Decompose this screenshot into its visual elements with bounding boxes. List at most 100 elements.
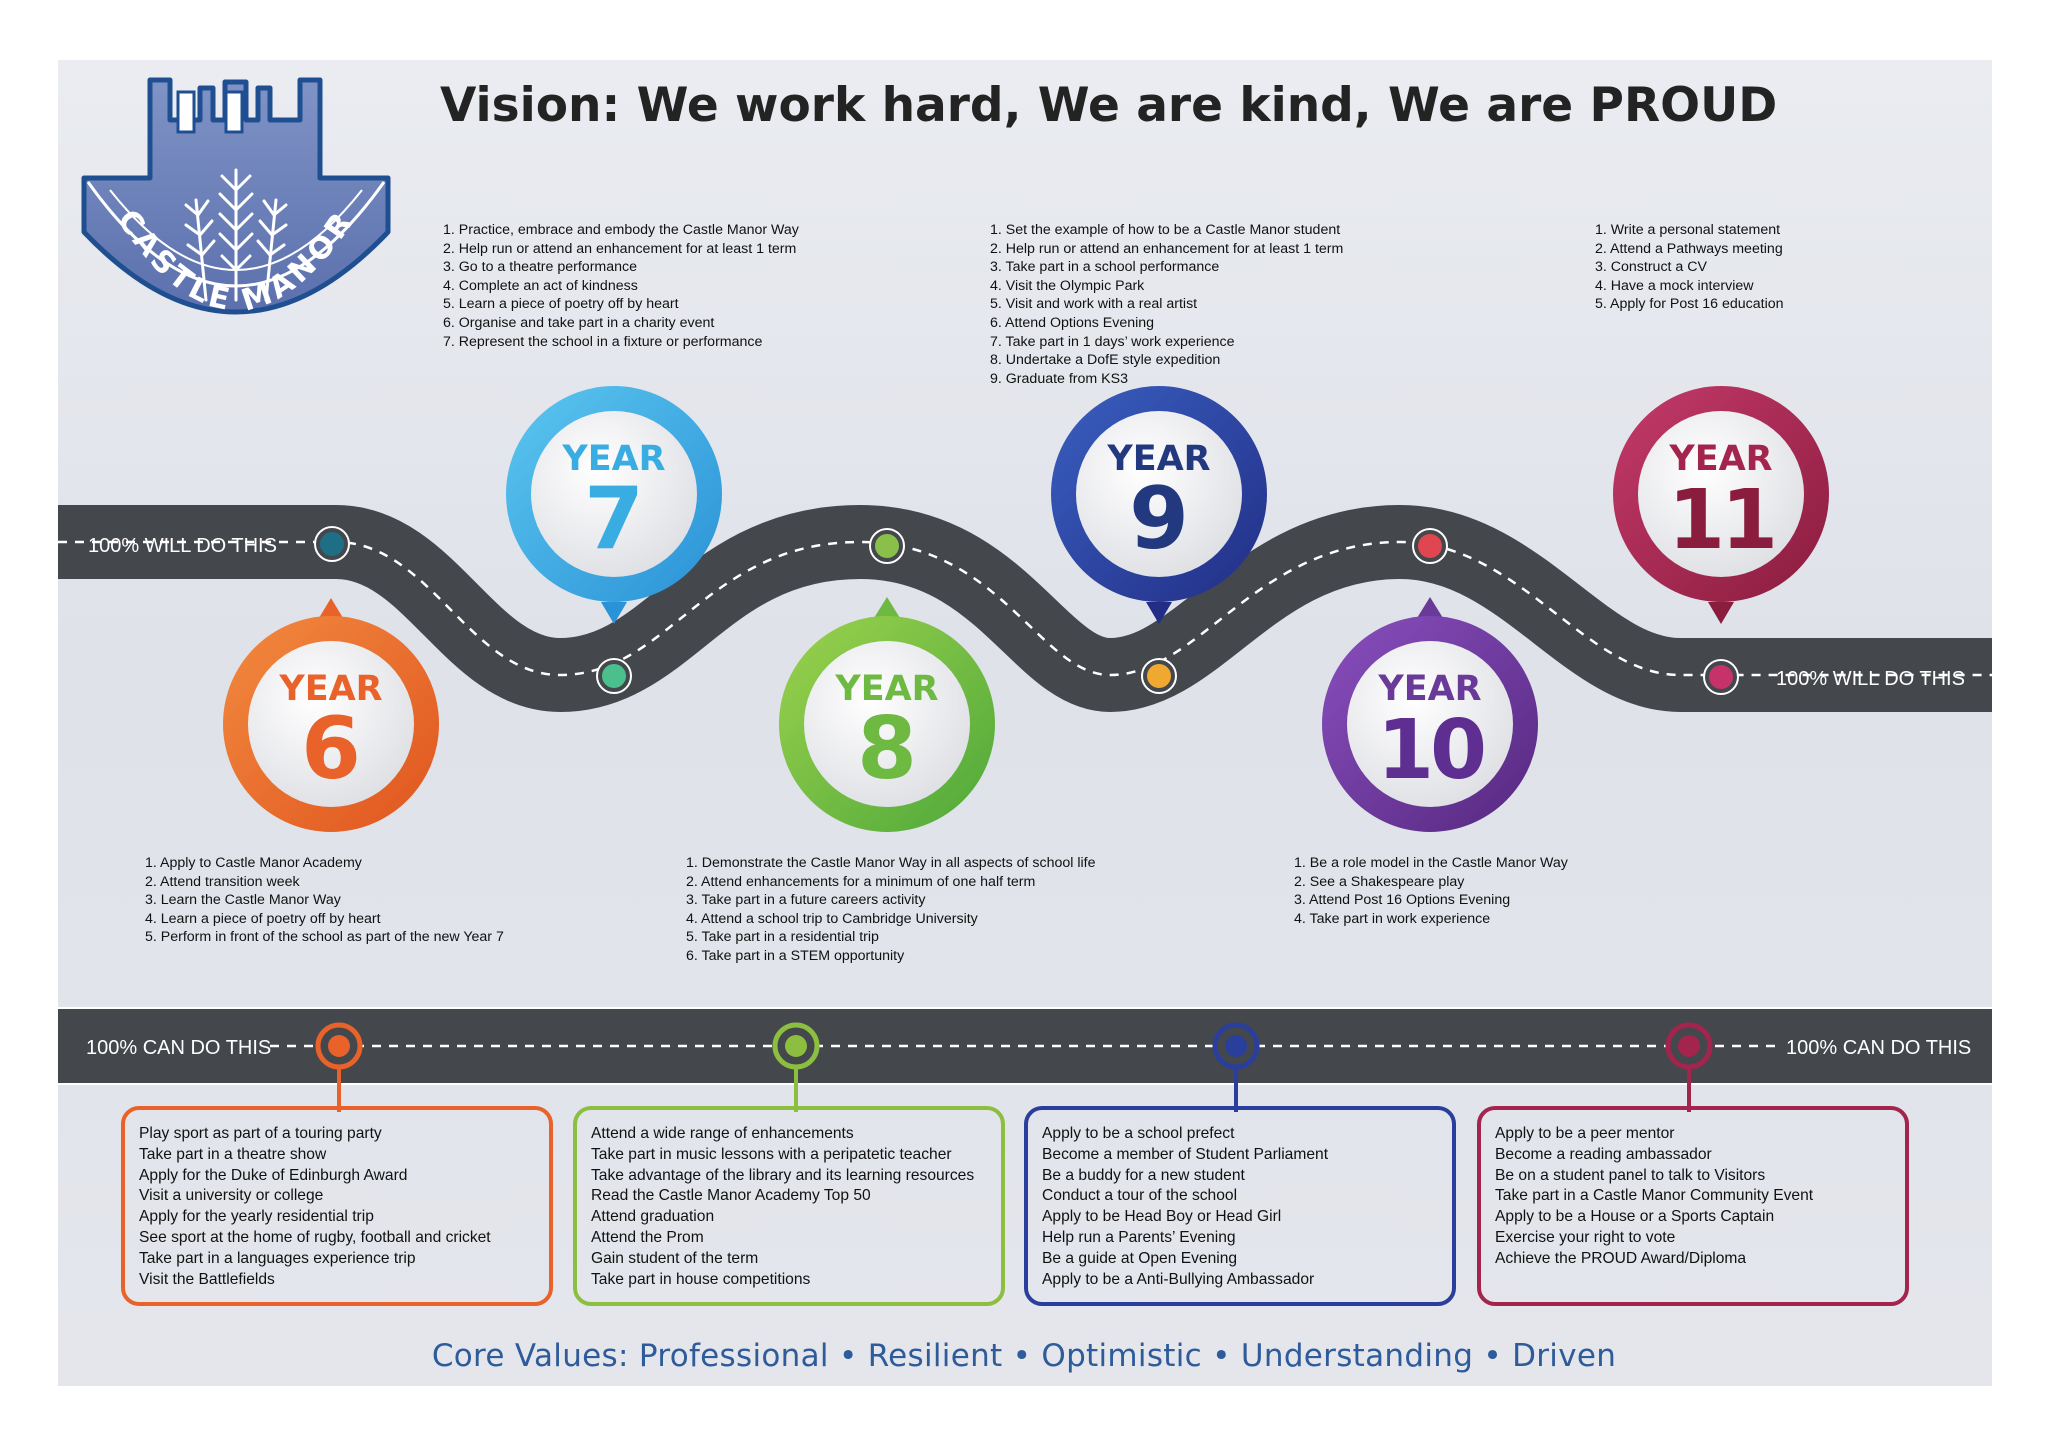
list-item: Take part in a Castle Manor Community Ev…: [1495, 1187, 1814, 1205]
list-item: Apply for the Duke of Edinburgh Award: [139, 1166, 408, 1184]
list-item: Attend graduation: [591, 1208, 715, 1226]
list-item: 3. Go to a theatre performance: [443, 259, 638, 276]
waypoint-can-1: [315, 1022, 363, 1112]
list-item: 1. Practice, embrace and embody the Cast…: [443, 222, 799, 238]
list-item: Apply for the yearly residential trip: [139, 1208, 374, 1226]
waypoint-year8: [869, 528, 905, 564]
list-item: 2. Attend a Pathways meeting: [1595, 240, 1783, 257]
list-item: Apply to be a peer mentor: [1495, 1125, 1675, 1142]
list-item: 1. Demonstrate the Castle Manor Way in a…: [686, 855, 1096, 871]
list-item: 1. Set the example of how to be a Castle…: [990, 222, 1341, 238]
list-item: 9. Graduate from KS3: [990, 370, 1129, 387]
year-7-word: YEAR: [561, 439, 665, 479]
list-item: 6. Organise and take part in a charity e…: [443, 314, 715, 331]
list-item: Attend the Prom: [591, 1228, 704, 1246]
list-item: Play sport as part of a touring party: [139, 1125, 382, 1142]
upper-road: [58, 504, 1992, 713]
can-do-box-1: Play sport as part of a touring party Ta…: [121, 1106, 553, 1306]
list-item: 5. Learn a piece of poetry off by heart: [443, 296, 679, 313]
list-item: 6. Attend Options Evening: [990, 314, 1155, 331]
year-8-list: 1. Demonstrate the Castle Manor Way in a…: [686, 854, 1096, 966]
year-6-number: 6: [301, 699, 361, 799]
label-will-right: 100% WILL DO THIS: [1776, 668, 1965, 690]
list-item: Take part in a theatre show: [139, 1145, 327, 1163]
list-item: 3. Take part in a school performance: [990, 259, 1220, 276]
core-values-footer: Core Values: Professional • Resilient • …: [431, 1338, 1617, 1374]
list-item: 5. Visit and work with a real artist: [990, 296, 1198, 313]
year-8-number: 8: [857, 699, 917, 799]
list-item: 4. Learn a piece of poetry off by heart: [145, 910, 381, 927]
list-item: 5. Perform in front of the school as par…: [145, 929, 504, 946]
list-item: 4. Take part in work experience: [1294, 910, 1491, 927]
list-item: Take part in music lessons with a peripa…: [591, 1145, 952, 1163]
list-item: 3. Construct a CV: [1595, 259, 1707, 276]
list-item: 1. Write a personal statement: [1595, 222, 1781, 238]
list-item: Be a buddy for a new student: [1042, 1166, 1245, 1184]
year-9-word: YEAR: [1106, 439, 1210, 479]
label-can-left: 100% CAN DO THIS: [86, 1037, 271, 1059]
list-item: Take part in house competitions: [591, 1270, 811, 1288]
label-can-right: 100% CAN DO THIS: [1786, 1037, 1971, 1059]
waypoint-can-2: [772, 1022, 820, 1112]
list-item: Achieve the PROUD Award/Diploma: [1495, 1249, 1747, 1267]
year-9-pin: YEAR 9: [1051, 386, 1267, 624]
can-do-box-3: Apply to be a school prefect Become a me…: [1024, 1106, 1456, 1306]
year-11-pin: YEAR 11: [1613, 386, 1829, 624]
list-item: Take part in a languages experience trip: [139, 1249, 416, 1267]
waypoint-can-4: [1665, 1022, 1713, 1112]
year-11-list: 1. Write a personal statement 2. Attend …: [1595, 221, 1784, 314]
year-6-pin: YEAR 6: [223, 598, 439, 832]
year-7-pin: YEAR 7: [506, 386, 722, 624]
year-6-list: 1. Apply to Castle Manor Academy 2. Atte…: [145, 854, 504, 947]
list-item: Exercise your right to vote: [1495, 1228, 1676, 1246]
year-8-word: YEAR: [834, 669, 938, 709]
list-item: 5. Take part in a residential trip: [686, 929, 879, 946]
list-item: 8. Undertake a DofE style expedition: [990, 352, 1221, 369]
year-10-pin: YEAR 10: [1322, 597, 1538, 832]
year-7-number: 7: [584, 469, 644, 569]
list-item: Read the Castle Manor Academy Top 50: [591, 1187, 871, 1205]
list-item: 3. Attend Post 16 Options Evening: [1294, 892, 1511, 909]
can-do-box-4: Apply to be a peer mentor Become a readi…: [1477, 1106, 1909, 1306]
waypoint-year6: [314, 526, 350, 562]
list-item: Become a reading ambassador: [1495, 1145, 1712, 1163]
list-item: Be a guide at Open Evening: [1042, 1249, 1238, 1267]
list-item: 4. Complete an act of kindness: [443, 277, 638, 294]
year-9-list: 1. Set the example of how to be a Castle…: [990, 221, 1343, 388]
year-11-number: 11: [1668, 473, 1774, 568]
list-item: 1. Apply to Castle Manor Academy: [145, 855, 362, 871]
waypoint-year10: [1412, 528, 1448, 564]
lower-waypoints: [315, 1022, 1713, 1112]
list-item: See sport at the home of rugby, football…: [139, 1228, 491, 1246]
list-item: Visit the Battlefields: [139, 1270, 275, 1288]
list-item: 7. Take part in 1 days’ work experience: [990, 333, 1235, 350]
list-item: Visit a university or college: [139, 1187, 324, 1205]
castle-manor-logo: CASTLE MANOR: [81, 77, 391, 319]
list-item: Apply to be a House or a Sports Captain: [1495, 1208, 1775, 1226]
year-8-pin: YEAR 8: [779, 597, 995, 832]
list-item: Be on a student panel to talk to Visitor…: [1495, 1166, 1766, 1184]
list-item: 6. Take part in a STEM opportunity: [686, 947, 905, 964]
list-item: Take advantage of the library and its le…: [591, 1166, 975, 1184]
list-item: 3. Take part in a future careers activit…: [686, 892, 926, 909]
label-will-left: 100% WILL DO THIS: [88, 535, 277, 557]
year-9-number: 9: [1129, 469, 1189, 569]
upper-waypoints: [314, 526, 1739, 695]
list-item: 4. Have a mock interview: [1595, 277, 1754, 294]
waypoint-year7: [596, 658, 632, 694]
year-10-list: 1. Be a role model in the Castle Manor W…: [1294, 854, 1568, 928]
list-item: Apply to be Head Boy or Head Girl: [1042, 1208, 1282, 1226]
list-item: 7. Represent the school in a fixture or …: [443, 333, 763, 350]
list-item: 2. See a Shakespeare play: [1294, 873, 1465, 890]
list-item: 2. Attend transition week: [145, 873, 300, 890]
list-item: Conduct a tour of the school: [1042, 1187, 1238, 1205]
list-item: 3. Learn the Castle Manor Way: [145, 892, 341, 909]
list-item: 5. Apply for Post 16 education: [1595, 296, 1784, 313]
year-10-number: 10: [1377, 703, 1484, 798]
list-item: Gain student of the term: [591, 1249, 759, 1267]
year-11-word: YEAR: [1668, 439, 1772, 479]
list-item: 4. Attend a school trip to Cambridge Uni…: [686, 910, 978, 927]
list-item: 4. Visit the Olympic Park: [990, 277, 1145, 294]
waypoint-can-3: [1212, 1022, 1260, 1112]
